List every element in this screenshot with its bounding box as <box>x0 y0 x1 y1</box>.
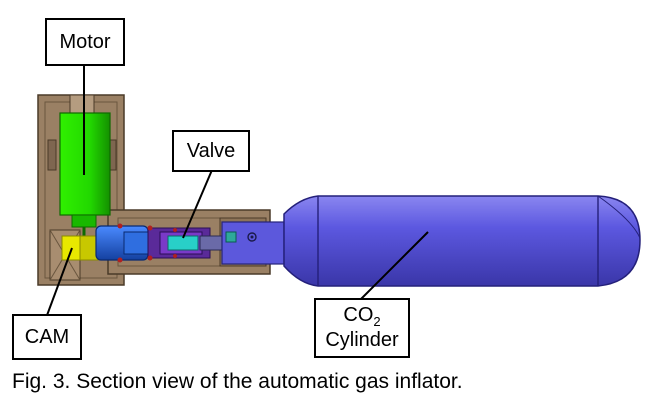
cam-label: CAM <box>12 314 82 360</box>
valve-label-text: Valve <box>186 139 236 162</box>
valve-label: Valve <box>172 130 250 172</box>
cam-leader <box>45 247 73 319</box>
caption-text: Section view of the automatic gas inflat… <box>76 370 463 393</box>
valve-leader <box>182 169 213 239</box>
cylinder-text: Cylinder <box>325 329 399 352</box>
figure-number: Fig. 3. <box>12 370 71 393</box>
co2-text: CO2 <box>343 303 381 329</box>
co2-leader <box>359 231 429 301</box>
co2-cylinder-label: CO2 Cylinder <box>314 298 410 358</box>
cam-part <box>61 235 99 261</box>
valve-internals <box>95 223 225 263</box>
co2-cylinder <box>283 195 641 287</box>
figure-caption: Fig. 3. Section view of the automatic ga… <box>12 370 652 394</box>
motor-label: Motor <box>45 18 125 66</box>
cylinder-adapter <box>221 221 285 265</box>
motor-label-text: Motor <box>59 30 111 53</box>
cam-label-text: CAM <box>24 325 70 348</box>
